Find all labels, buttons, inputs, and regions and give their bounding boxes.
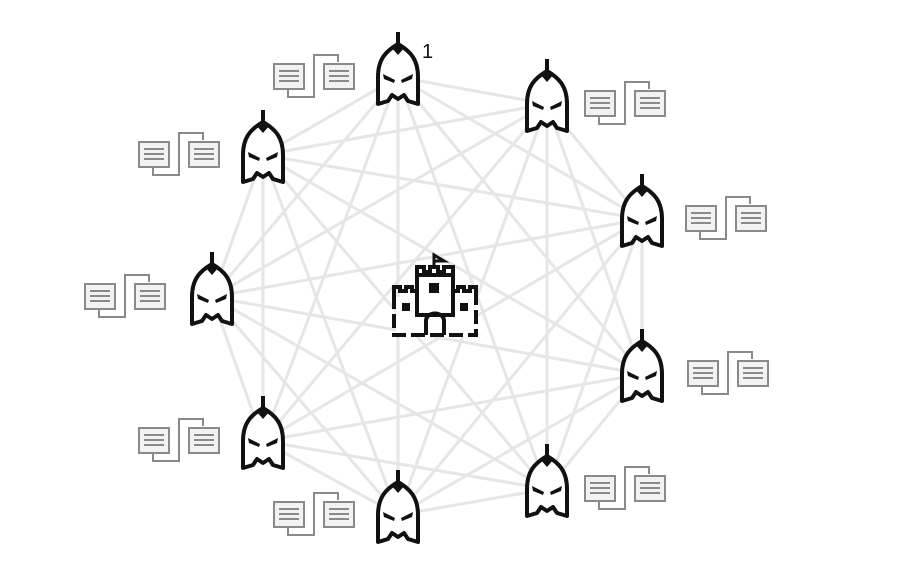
knight-helmet-icon [190,250,234,326]
general-node [620,327,769,403]
general-node [525,57,666,133]
connection-line [211,295,548,491]
connection-line [396,76,549,490]
document-pair-icon [685,196,767,240]
connection-line [397,75,548,106]
connection-line [397,372,643,517]
connection-line [262,153,643,221]
knight-helmet-icon [525,442,569,518]
connection-line [397,75,643,221]
connection-line [262,439,399,517]
knight-helmet-icon [241,108,285,184]
general-node [273,468,420,544]
general-label-1: 1 [422,41,433,63]
document-pair-icon [687,351,769,395]
knight-helmet-icon [620,172,664,248]
connection-line [261,154,400,516]
connection-line [262,75,399,157]
general-node [84,250,234,326]
connection-line [396,218,644,516]
document-pair-icon [584,466,666,510]
document-pair-icon [273,54,355,98]
castle-icon [392,252,478,337]
connection-line [397,487,548,517]
document-pair-icon [138,132,220,176]
general-node [620,172,767,248]
connection-line [211,102,548,299]
connection-line [261,103,549,442]
connection-line [262,153,643,376]
general-node [525,442,666,518]
knight-helmet-icon [525,57,569,133]
connection-line [262,102,548,157]
connection-line [210,76,400,298]
document-pair-icon [584,81,666,125]
document-pair-icon [273,492,355,536]
connection-line [210,296,400,516]
connection-line [545,218,644,490]
general-node [273,30,420,106]
general-node [138,108,285,184]
knight-helmet-icon [620,327,664,403]
document-pair-icon [138,418,220,462]
connection-line [261,76,400,442]
document-pair-icon [84,274,166,318]
connection-line [545,103,644,375]
connection-line [396,76,644,375]
knight-helmet-icon [376,30,420,106]
connection-line [211,217,643,299]
connection-line [262,439,548,491]
general-node [138,394,285,470]
